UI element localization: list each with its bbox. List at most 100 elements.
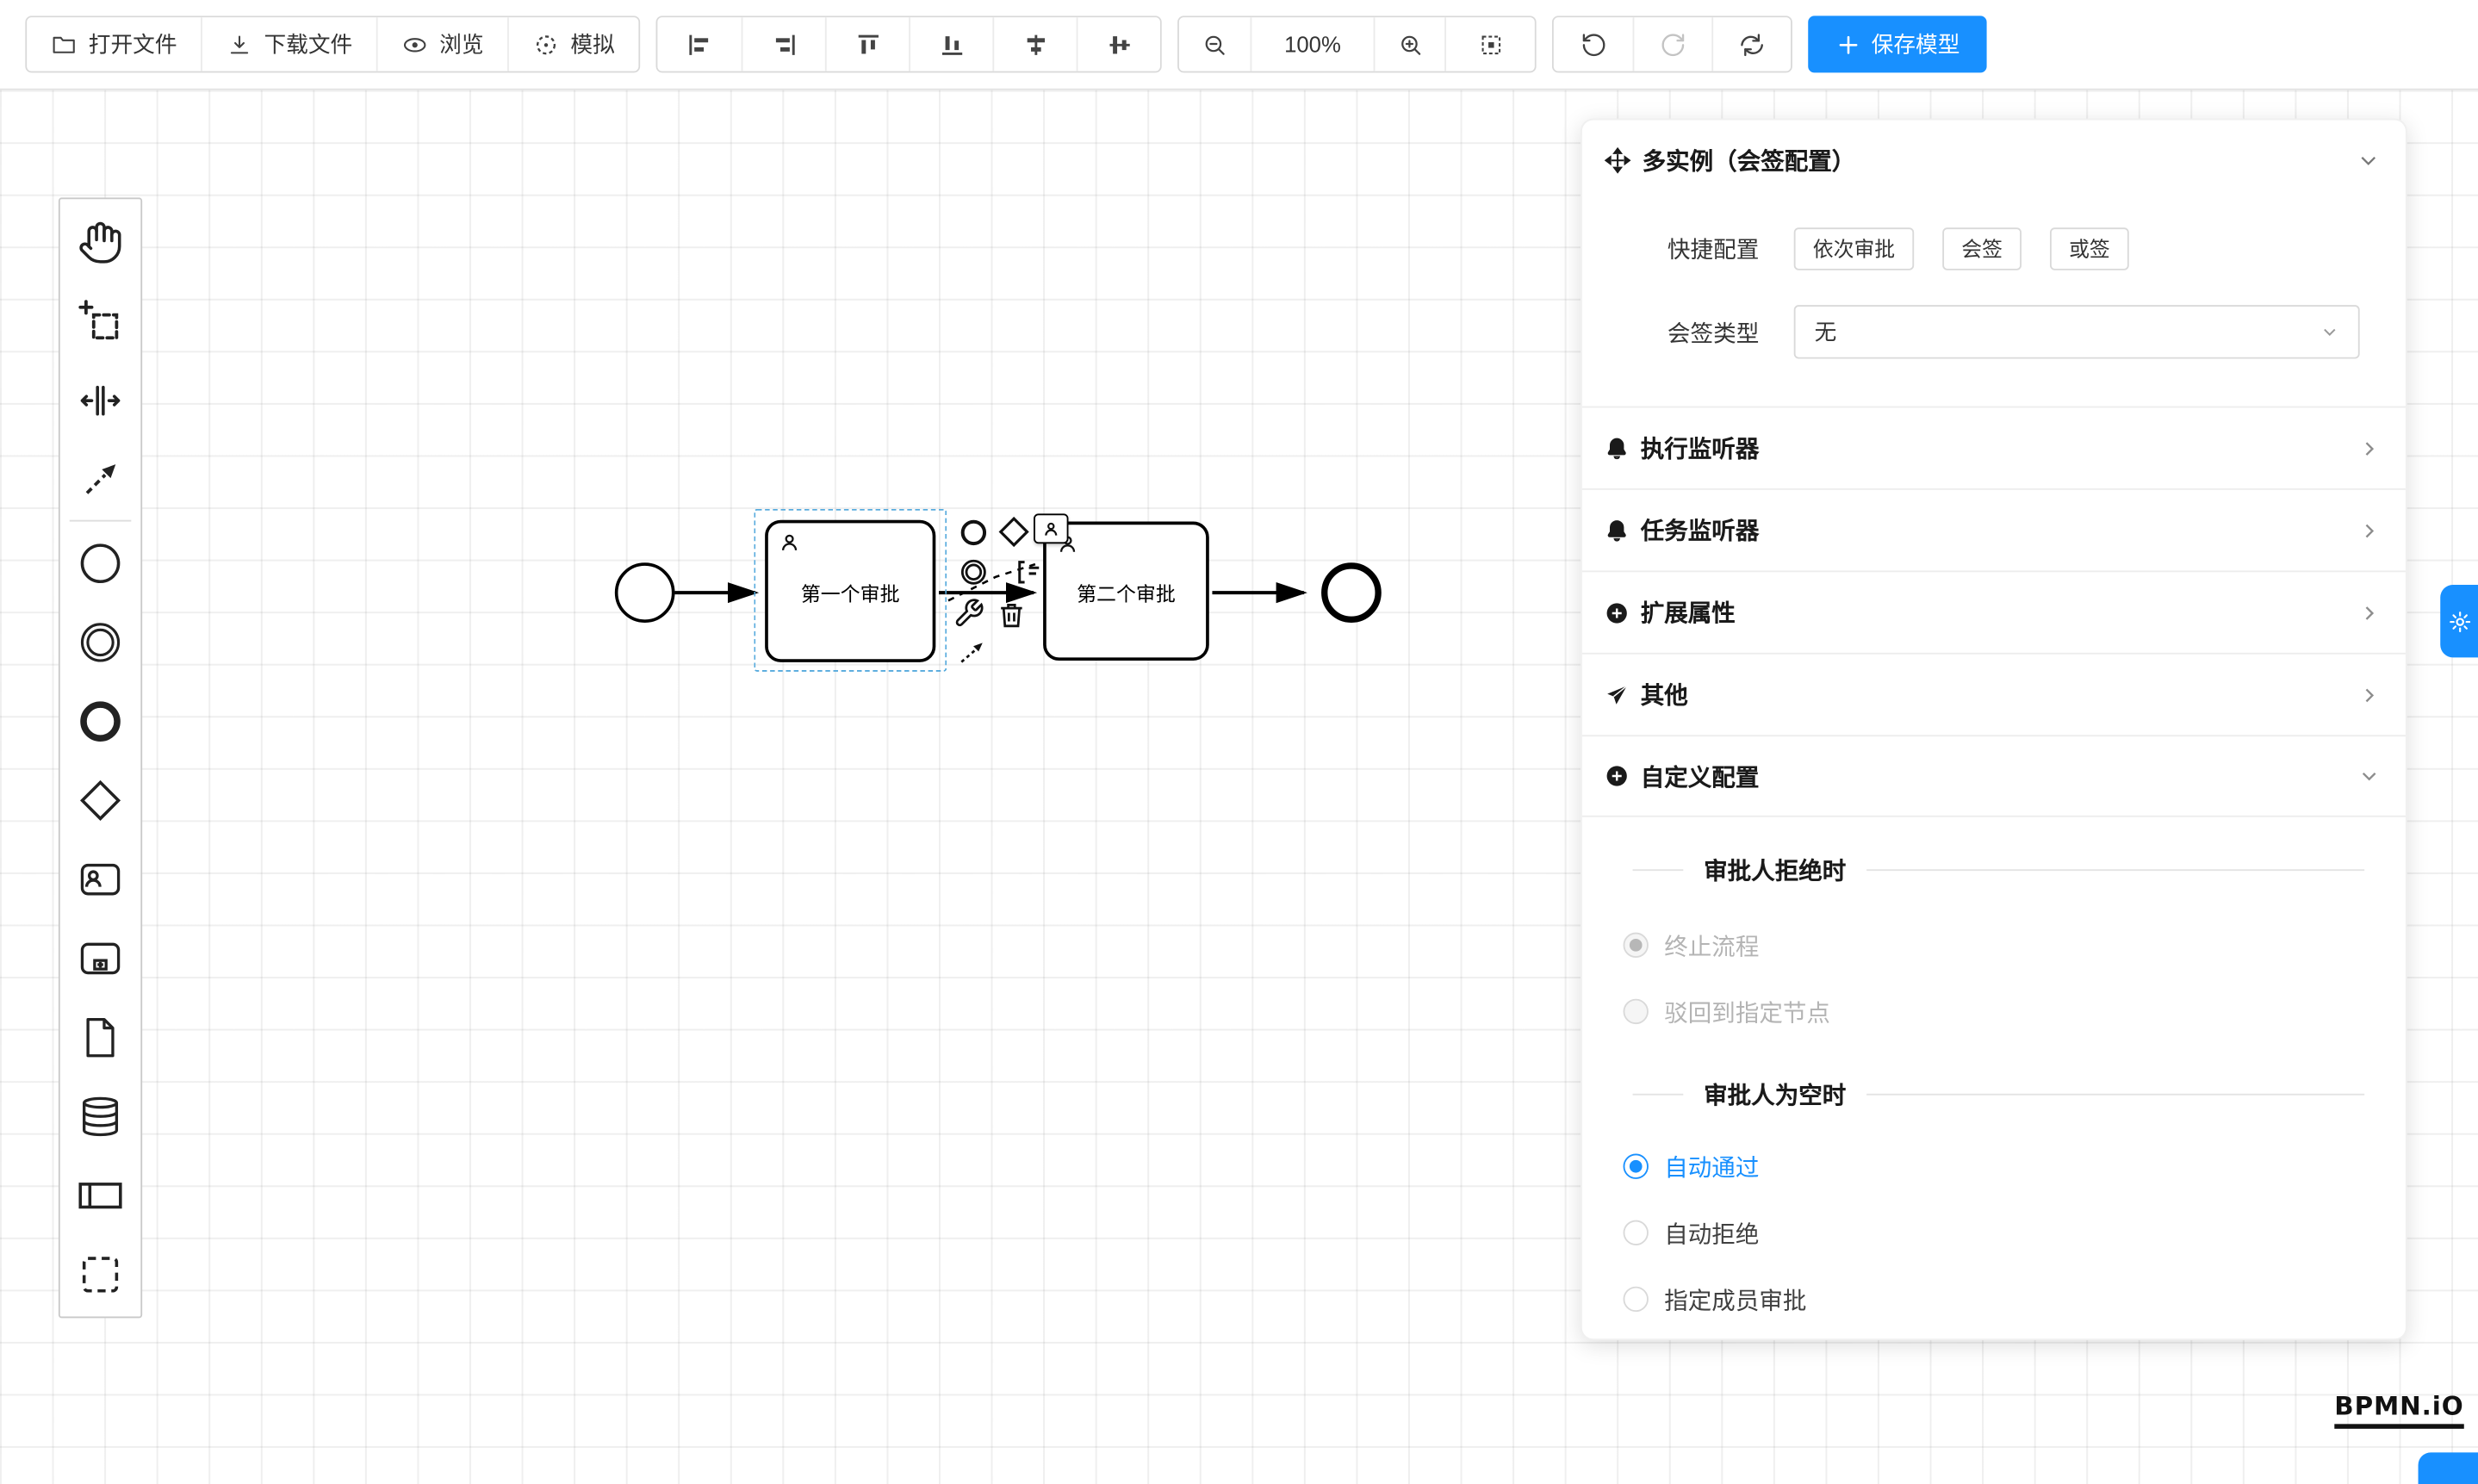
collapse-sections: 执行监听器 任务监听器 扩展属性 其他 自定义配置 — [1581, 406, 2406, 817]
distribute-horizontal-button[interactable] — [992, 17, 1077, 71]
align-group — [655, 16, 1162, 73]
settings-tab[interactable] — [2440, 584, 2478, 658]
radio-label: 自动拒绝 — [1664, 1220, 1760, 1248]
palette-create-data-object[interactable] — [60, 997, 141, 1077]
section-label: 扩展属性 — [1640, 600, 1736, 628]
redo-button[interactable] — [1632, 17, 1712, 71]
sign-type-value: 无 — [1814, 319, 1837, 345]
radio-circle — [1623, 1153, 1649, 1179]
quick-config-sequential-button[interactable]: 依次审批 — [1793, 227, 1915, 270]
top-toolbar: 打开文件 下载文件 浏览 模拟 — [0, 0, 2478, 90]
quick-config-row: 快捷配置 依次审批 会签 或签 — [1582, 220, 2360, 276]
append-intermediate-event-button[interactable] — [956, 555, 991, 589]
align-left-button[interactable] — [657, 17, 742, 71]
align-top-button[interactable] — [824, 17, 910, 71]
chevron-right-icon — [2365, 605, 2375, 619]
task-label: 第一个审批 — [800, 582, 900, 605]
download-icon — [230, 34, 249, 53]
end-event-shape[interactable] — [1321, 562, 1382, 623]
section-custom-config[interactable]: 自定义配置 — [1581, 735, 2406, 817]
person-icon — [781, 534, 798, 551]
save-model-button[interactable]: 保存模型 — [1808, 16, 1987, 73]
connect-tool-button[interactable] — [954, 636, 989, 670]
delete-button[interactable] — [994, 598, 1028, 632]
palette-global-connect-tool[interactable] — [60, 439, 141, 518]
simulate-button[interactable]: 模拟 — [507, 17, 639, 71]
palette-create-participant[interactable] — [60, 1155, 141, 1234]
append-text-annotation-button[interactable] — [1011, 555, 1046, 589]
undo-button[interactable] — [1553, 17, 1633, 71]
download-file-button[interactable]: 下载文件 — [201, 17, 376, 71]
palette-create-group[interactable] — [60, 1234, 141, 1313]
empty-group-title: 审批人为空时 — [1704, 1082, 1847, 1109]
hand-icon — [79, 220, 121, 263]
reject-group-title: 审批人拒绝时 — [1704, 857, 1847, 885]
section-extended-properties[interactable]: 扩展属性 — [1581, 570, 2406, 652]
palette-create-user-task[interactable] — [60, 839, 141, 918]
task-label: 第二个审批 — [1077, 582, 1176, 605]
empty-group-divider: 审批人为空时 — [1633, 1077, 2365, 1111]
text-annotation-icon — [1018, 561, 1040, 584]
zoom-in-button[interactable] — [1373, 17, 1445, 71]
palette-space-tool[interactable] — [60, 360, 141, 439]
panel-header[interactable]: 多实例（会签配置） — [1582, 120, 2406, 199]
palette-create-intermediate-event[interactable] — [60, 602, 141, 681]
palette-hand-tool[interactable] — [60, 202, 141, 282]
save-model-label: 保存模型 — [1871, 31, 1960, 58]
append-end-event-button[interactable] — [956, 515, 991, 550]
distribute-vertical-button[interactable] — [1076, 17, 1160, 71]
refresh-icon — [1741, 33, 1763, 56]
radio-reject-to-node[interactable]: 驳回到指定节点 — [1623, 994, 2406, 1028]
section-execution-listener[interactable]: 执行监听器 — [1581, 406, 2406, 488]
start-event-shape[interactable] — [614, 562, 675, 623]
bpmn-io-watermark[interactable]: BPMN.iO — [2334, 1391, 2464, 1429]
quick-config-orsign-button[interactable]: 或签 — [2050, 227, 2129, 270]
sign-type-select[interactable]: 无 — [1793, 305, 2360, 359]
gateway-icon — [997, 515, 1028, 547]
properties-panel: 多实例（会签配置） 快捷配置 依次审批 会签 或签 会签类型 无 执行监听器 — [1581, 118, 2407, 1341]
bell-icon — [1607, 437, 1626, 459]
task-first-approval[interactable]: 第一个审批 — [765, 519, 936, 662]
chevron-down-icon[interactable] — [2357, 148, 2381, 172]
refresh-button[interactable] — [1711, 17, 1792, 71]
palette-create-gateway[interactable] — [60, 761, 141, 840]
task-second-approval[interactable]: 第二个审批 — [1043, 521, 1209, 661]
section-task-listener[interactable]: 任务监听器 — [1581, 488, 2406, 570]
radio-auto-pass[interactable]: 自动通过 — [1623, 1149, 2406, 1183]
palette-create-data-store[interactable] — [60, 1077, 141, 1156]
history-group — [1551, 16, 1792, 73]
plus-circle-icon — [1606, 602, 1627, 623]
preview-button[interactable]: 浏览 — [376, 17, 508, 71]
radio-designated-member[interactable]: 指定成员审批 — [1623, 1282, 2406, 1316]
start-event-icon — [80, 543, 121, 583]
align-bottom-button[interactable] — [909, 17, 993, 71]
user-task-icon — [80, 862, 121, 895]
intermediate-event-icon — [80, 622, 121, 661]
palette-create-subprocess[interactable] — [60, 918, 141, 997]
zoom-out-button[interactable] — [1178, 17, 1251, 71]
undo-icon — [1581, 33, 1605, 56]
align-right-button[interactable] — [741, 17, 825, 71]
radio-auto-reject[interactable]: 自动拒绝 — [1623, 1215, 2406, 1250]
palette-lasso-tool[interactable] — [60, 282, 141, 361]
palette-create-end-event[interactable] — [60, 681, 141, 761]
align-top-icon — [857, 34, 879, 53]
subprocess-icon — [80, 941, 121, 974]
eye-icon — [403, 37, 426, 52]
radio-terminate-process[interactable]: 终止流程 — [1623, 928, 2406, 962]
append-gateway-button[interactable] — [996, 513, 1030, 548]
append-user-task-button[interactable] — [1034, 513, 1069, 544]
gear-icon — [2449, 611, 2470, 632]
wrench-icon — [955, 599, 984, 627]
open-file-button[interactable]: 打开文件 — [27, 17, 202, 71]
section-label: 自定义配置 — [1640, 764, 1760, 792]
radio-label: 驳回到指定节点 — [1664, 999, 1830, 1027]
corner-widget[interactable] — [2418, 1452, 2478, 1484]
replace-tool-button[interactable] — [952, 596, 986, 630]
palette-create-start-event[interactable] — [60, 523, 141, 602]
participant-icon — [78, 1182, 122, 1208]
fit-viewport-button[interactable] — [1444, 17, 1535, 71]
section-other[interactable]: 其他 — [1581, 652, 2406, 735]
chevron-down-icon — [2324, 328, 2336, 336]
quick-config-countersign-button[interactable]: 会签 — [1942, 227, 2022, 270]
